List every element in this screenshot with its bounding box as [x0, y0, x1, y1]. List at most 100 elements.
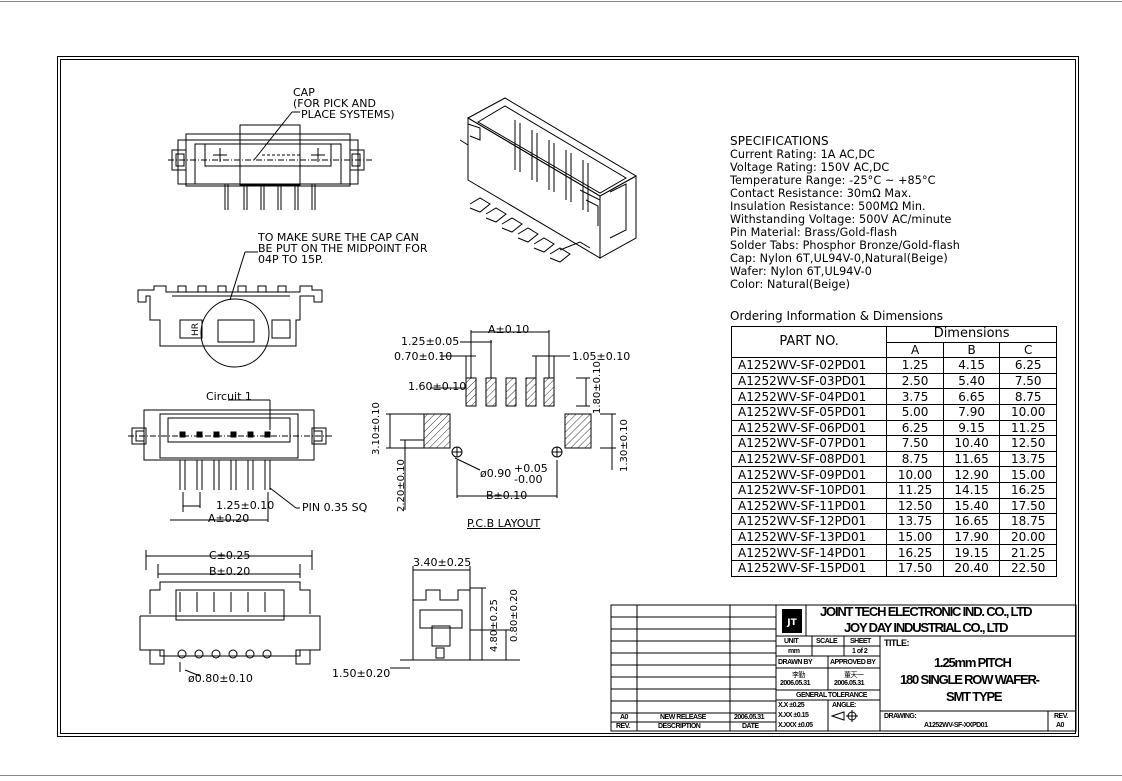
dim-b: 17.90	[942, 528, 1001, 546]
spec-line: Cap: Nylon 6T,UL94V-0,Natural(Beige)	[730, 252, 948, 265]
note-midpoint-2: BE PUT ON THE MIDPOINT FOR	[258, 242, 428, 255]
title-line-3: SMT TYPE	[946, 689, 1003, 704]
specifications-heading: SPECIFICATIONS	[730, 134, 829, 148]
sheet-bottom-line	[0, 775, 1122, 776]
sheet-label: SHEET	[850, 638, 871, 645]
part-number: A1252WV-SF-10PD01	[730, 481, 888, 499]
note-cap-desc-1: (FOR PICK AND	[293, 97, 376, 110]
part-number: A1252WV-SF-15PD01	[730, 559, 888, 577]
note-circuit: Circuit 1	[206, 390, 252, 403]
note-midpoint-3: 04P TO 15P.	[258, 253, 324, 266]
dim-b: 20.40	[942, 559, 1001, 577]
part-number: A1252WV-SF-08PD01	[730, 450, 888, 468]
sheet-value: 1 of 2	[852, 648, 868, 655]
dim-pcb-b: B±0.10	[486, 489, 528, 502]
rev-value: A0	[1056, 722, 1064, 729]
drawing-no-label: DRAWING:	[884, 713, 917, 720]
rev-header-desc: DESCRIPTION	[658, 723, 701, 730]
dim-side-150: 1.50±0.20	[332, 667, 391, 680]
dim-a: 16.25	[886, 544, 944, 561]
dim-a: 10.00	[886, 466, 944, 483]
rev-header-date: DATE	[742, 723, 759, 730]
tolerance-2: X.XX ±0.15	[778, 712, 809, 719]
spec-line: Pin Material: Brass/Gold-flash	[730, 226, 898, 239]
rev-row-date: 2006.05.31	[734, 714, 765, 721]
title-label: TITLE:	[884, 638, 910, 648]
dim-c: 22.50	[999, 559, 1057, 577]
drawn-date: 2006.05.31	[780, 680, 811, 687]
part-no-header: PART NO.	[730, 325, 888, 359]
approved-date: 2006.05.31	[834, 680, 865, 687]
spec-line: Contact Resistance: 30mΩ Max.	[730, 187, 912, 200]
spec-line: Current Rating: 1A AC,DC	[730, 148, 875, 161]
spec-line: Voltage Rating: 150V AC,DC	[730, 161, 890, 174]
rev-row-desc: NEW RELEASE	[660, 714, 706, 721]
dim-b: 14.15	[942, 481, 1001, 499]
tolerance-3: X.XXX ±0.05	[778, 722, 813, 729]
sheet-top-line	[0, 1, 1122, 2]
dim-c-025: C±0.25	[209, 549, 251, 562]
dim-pitch-pin: 1.25±0.10	[216, 499, 275, 512]
hr-mark: HR	[191, 323, 201, 336]
pcb-layout-label: P.C.B LAYOUT	[467, 517, 541, 530]
note-pin: PIN 0.35 SQ	[302, 501, 368, 514]
dim-b: 4.15	[942, 357, 1001, 374]
part-number: A1252WV-SF-12PD01	[730, 513, 888, 530]
dim-c: 13.75	[999, 450, 1057, 468]
spec-line: Insulation Resistance: 500MΩ Min.	[730, 200, 926, 213]
projection-angle-icon	[830, 710, 858, 722]
dim-pcb-310: 3.10±0.10	[371, 402, 382, 455]
note-cap: CAP	[293, 86, 315, 99]
scale-label: SCALE	[816, 638, 838, 645]
top-view-with-cap	[168, 111, 372, 210]
dim-pcb-070: 0.70±0.10	[394, 350, 453, 363]
dim-b: 11.65	[942, 450, 1001, 468]
drawing-number: A1252WV-SF-XXPD01	[924, 722, 988, 729]
top-view-without-cap	[128, 399, 332, 522]
part-number: A1252WV-SF-09PD01	[730, 466, 888, 483]
dim-pcb-220: 2.20±0.10	[396, 459, 407, 512]
rev-row-rev: A0	[620, 714, 628, 721]
side-view	[390, 566, 520, 669]
drawing-border-inner	[60, 59, 1076, 734]
dim-a: 13.75	[886, 513, 944, 530]
dim-b-020: B±0.20	[209, 565, 251, 578]
angle-label: ANGLE:	[832, 702, 856, 709]
spec-line: Withstanding Voltage: 500V AC/minute	[730, 213, 952, 226]
part-number: A1252WV-SF-14PD01	[730, 544, 888, 561]
dim-a: 8.75	[886, 450, 944, 468]
title-line-1: 1.25mm PITCH	[934, 655, 1012, 670]
dim-side-340: 3.40±0.25	[413, 556, 472, 569]
ordering-table: PART NO. Dimensions A B C A1252WV-SF-02P…	[730, 325, 1057, 577]
dim-pcb-hole-tol-plus: +0.05	[514, 462, 548, 475]
company-logo-box	[782, 609, 802, 633]
dim-a-020: A±0.20	[208, 512, 250, 525]
rev-label: REV.	[1054, 713, 1068, 720]
dim-c: 17.50	[999, 497, 1057, 515]
approved-name: 董天一	[844, 672, 864, 679]
dim-pcb-105: 1.05±0.10	[572, 350, 631, 363]
dim-a: 3.75	[886, 388, 944, 405]
drawing-border-outer	[57, 56, 1079, 737]
spec-line: Temperature Range: -25°C ~ +85°C	[730, 174, 936, 187]
note-midpoint-1: TO MAKE SURE THE CAP CAN	[258, 231, 419, 244]
bottom-view	[139, 550, 321, 677]
dim-pcb-130: 1.30±0.10	[619, 419, 630, 472]
dim-pcb-a: A±0.10	[488, 323, 530, 336]
isometric-view	[459, 97, 638, 263]
spec-line: Solder Tabs: Phosphor Bronze/Gold-flash	[730, 239, 960, 252]
general-tolerance: GENERAL TOLERANCE	[796, 692, 867, 699]
dim-side-480: 4.80±0.25	[489, 599, 500, 652]
dim-c: 20.00	[999, 528, 1057, 546]
dim-pcb-160: 1.60±0.10	[408, 380, 467, 393]
company-logo: JT	[786, 618, 797, 628]
dim-a: 5.00	[886, 403, 944, 421]
